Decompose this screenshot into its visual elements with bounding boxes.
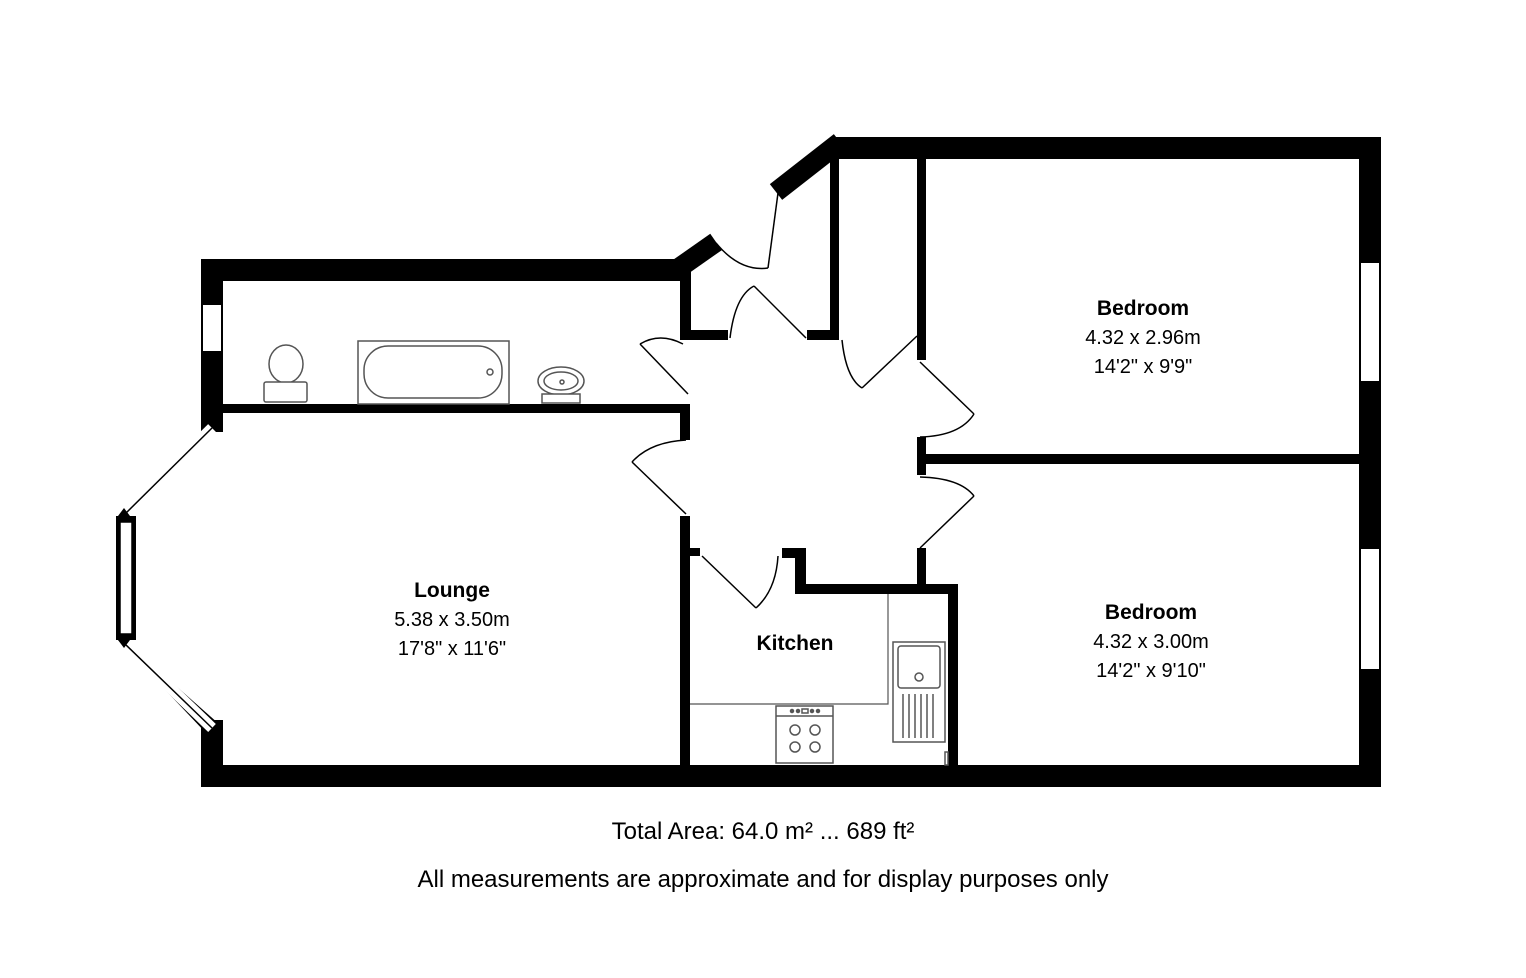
- room-label-kitchen: Kitchen: [756, 632, 833, 655]
- room-dimensions-metric: 4.32 x 3.00m: [1093, 631, 1209, 653]
- window-bedroom-2: [1359, 547, 1381, 671]
- room-label-lounge: Lounge 5.38 x 3.50m 17'8" x 11'6": [394, 579, 510, 660]
- window-bathroom: [201, 303, 223, 353]
- disclaimer: All measurements are approximate and for…: [417, 866, 1109, 893]
- room-name: Bedroom: [1105, 601, 1197, 624]
- cooker-icon: [775, 705, 834, 764]
- window-bedroom-1: [1359, 261, 1381, 383]
- room-name: Kitchen: [756, 632, 833, 655]
- total-area: Total Area: 64.0 m² ... 689 ft²: [611, 818, 915, 845]
- room-dimensions-imperial: 17'8" x 11'6": [398, 638, 506, 660]
- kitchen-worktop: [690, 594, 889, 705]
- room-dimensions-imperial: 14'2" x 9'10": [1096, 660, 1206, 682]
- bay-window: [116, 424, 219, 732]
- bathtub-icon: [357, 340, 510, 405]
- room-name: Bedroom: [1097, 297, 1189, 320]
- basin-icon: [537, 366, 585, 404]
- room-dimensions-metric: 5.38 x 3.50m: [394, 609, 510, 631]
- room-dimensions-imperial: 14'2" x 9'9": [1094, 356, 1193, 378]
- sink-icon: [892, 641, 949, 766]
- angled-walls: [670, 134, 847, 279]
- room-label-bedroom-1: Bedroom 4.32 x 2.96m 14'2" x 9'9": [1085, 297, 1201, 378]
- windows: [201, 261, 1381, 671]
- walls: [201, 137, 1381, 787]
- room-name: Lounge: [414, 579, 490, 602]
- room-label-bedroom-2: Bedroom 4.32 x 3.00m 14'2" x 9'10": [1093, 601, 1209, 682]
- doors: [631, 192, 975, 609]
- room-dimensions-metric: 4.32 x 2.96m: [1085, 327, 1201, 349]
- toilet-icon: [263, 344, 308, 403]
